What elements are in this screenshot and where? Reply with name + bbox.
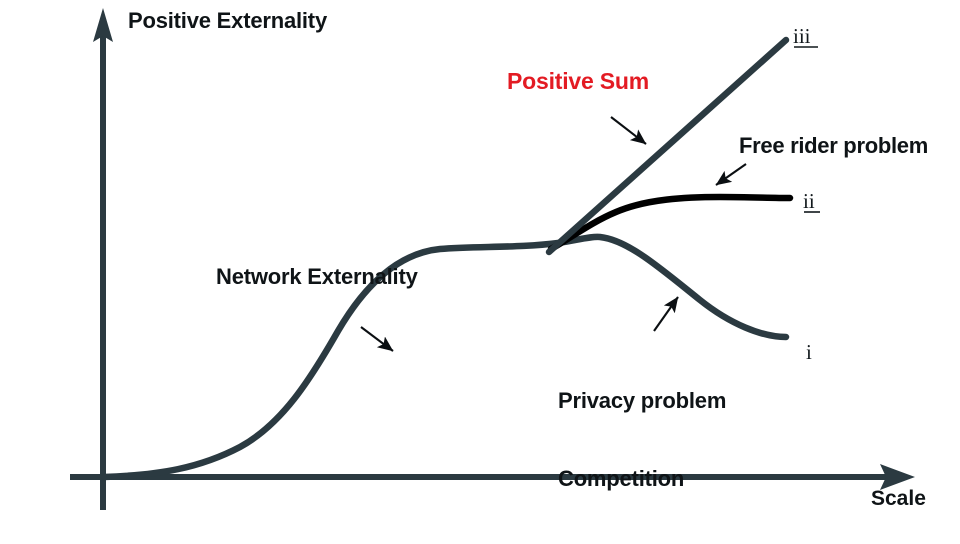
curve-label-i: i [806, 340, 812, 364]
curve-label-ii: ii [803, 189, 815, 213]
x-axis-label: Scale [871, 487, 926, 510]
x-axis [70, 464, 915, 490]
curve-i [104, 280, 430, 477]
y-axis-label: Positive Externality [128, 8, 327, 33]
privacy-problem-arrow-icon [653, 296, 679, 332]
free-rider-arrow-icon [715, 163, 747, 186]
curve-i-path [100, 233, 790, 481]
y-axis [93, 8, 113, 510]
curve-iii-path [545, 36, 790, 256]
annotation-privacy-line2: Competition [558, 465, 685, 491]
annotation-free-rider: Free rider problem [739, 133, 928, 158]
curve-ii-path [547, 193, 794, 253]
annotation-privacy-line1: Privacy problem [558, 387, 727, 413]
annotation-positive-sum: Positive Sum [507, 68, 650, 94]
annotation-network-externality: Network Externality [216, 264, 418, 289]
positive-sum-arrow-icon [610, 116, 647, 145]
curve-label-iii: iii [793, 24, 811, 48]
x-axis-arrow-icon [880, 464, 915, 490]
network-externality-arrow-icon [360, 326, 394, 352]
annotation-privacy-competition: Privacy problem Competition [558, 336, 726, 544]
y-axis-arrow-icon [93, 8, 113, 42]
